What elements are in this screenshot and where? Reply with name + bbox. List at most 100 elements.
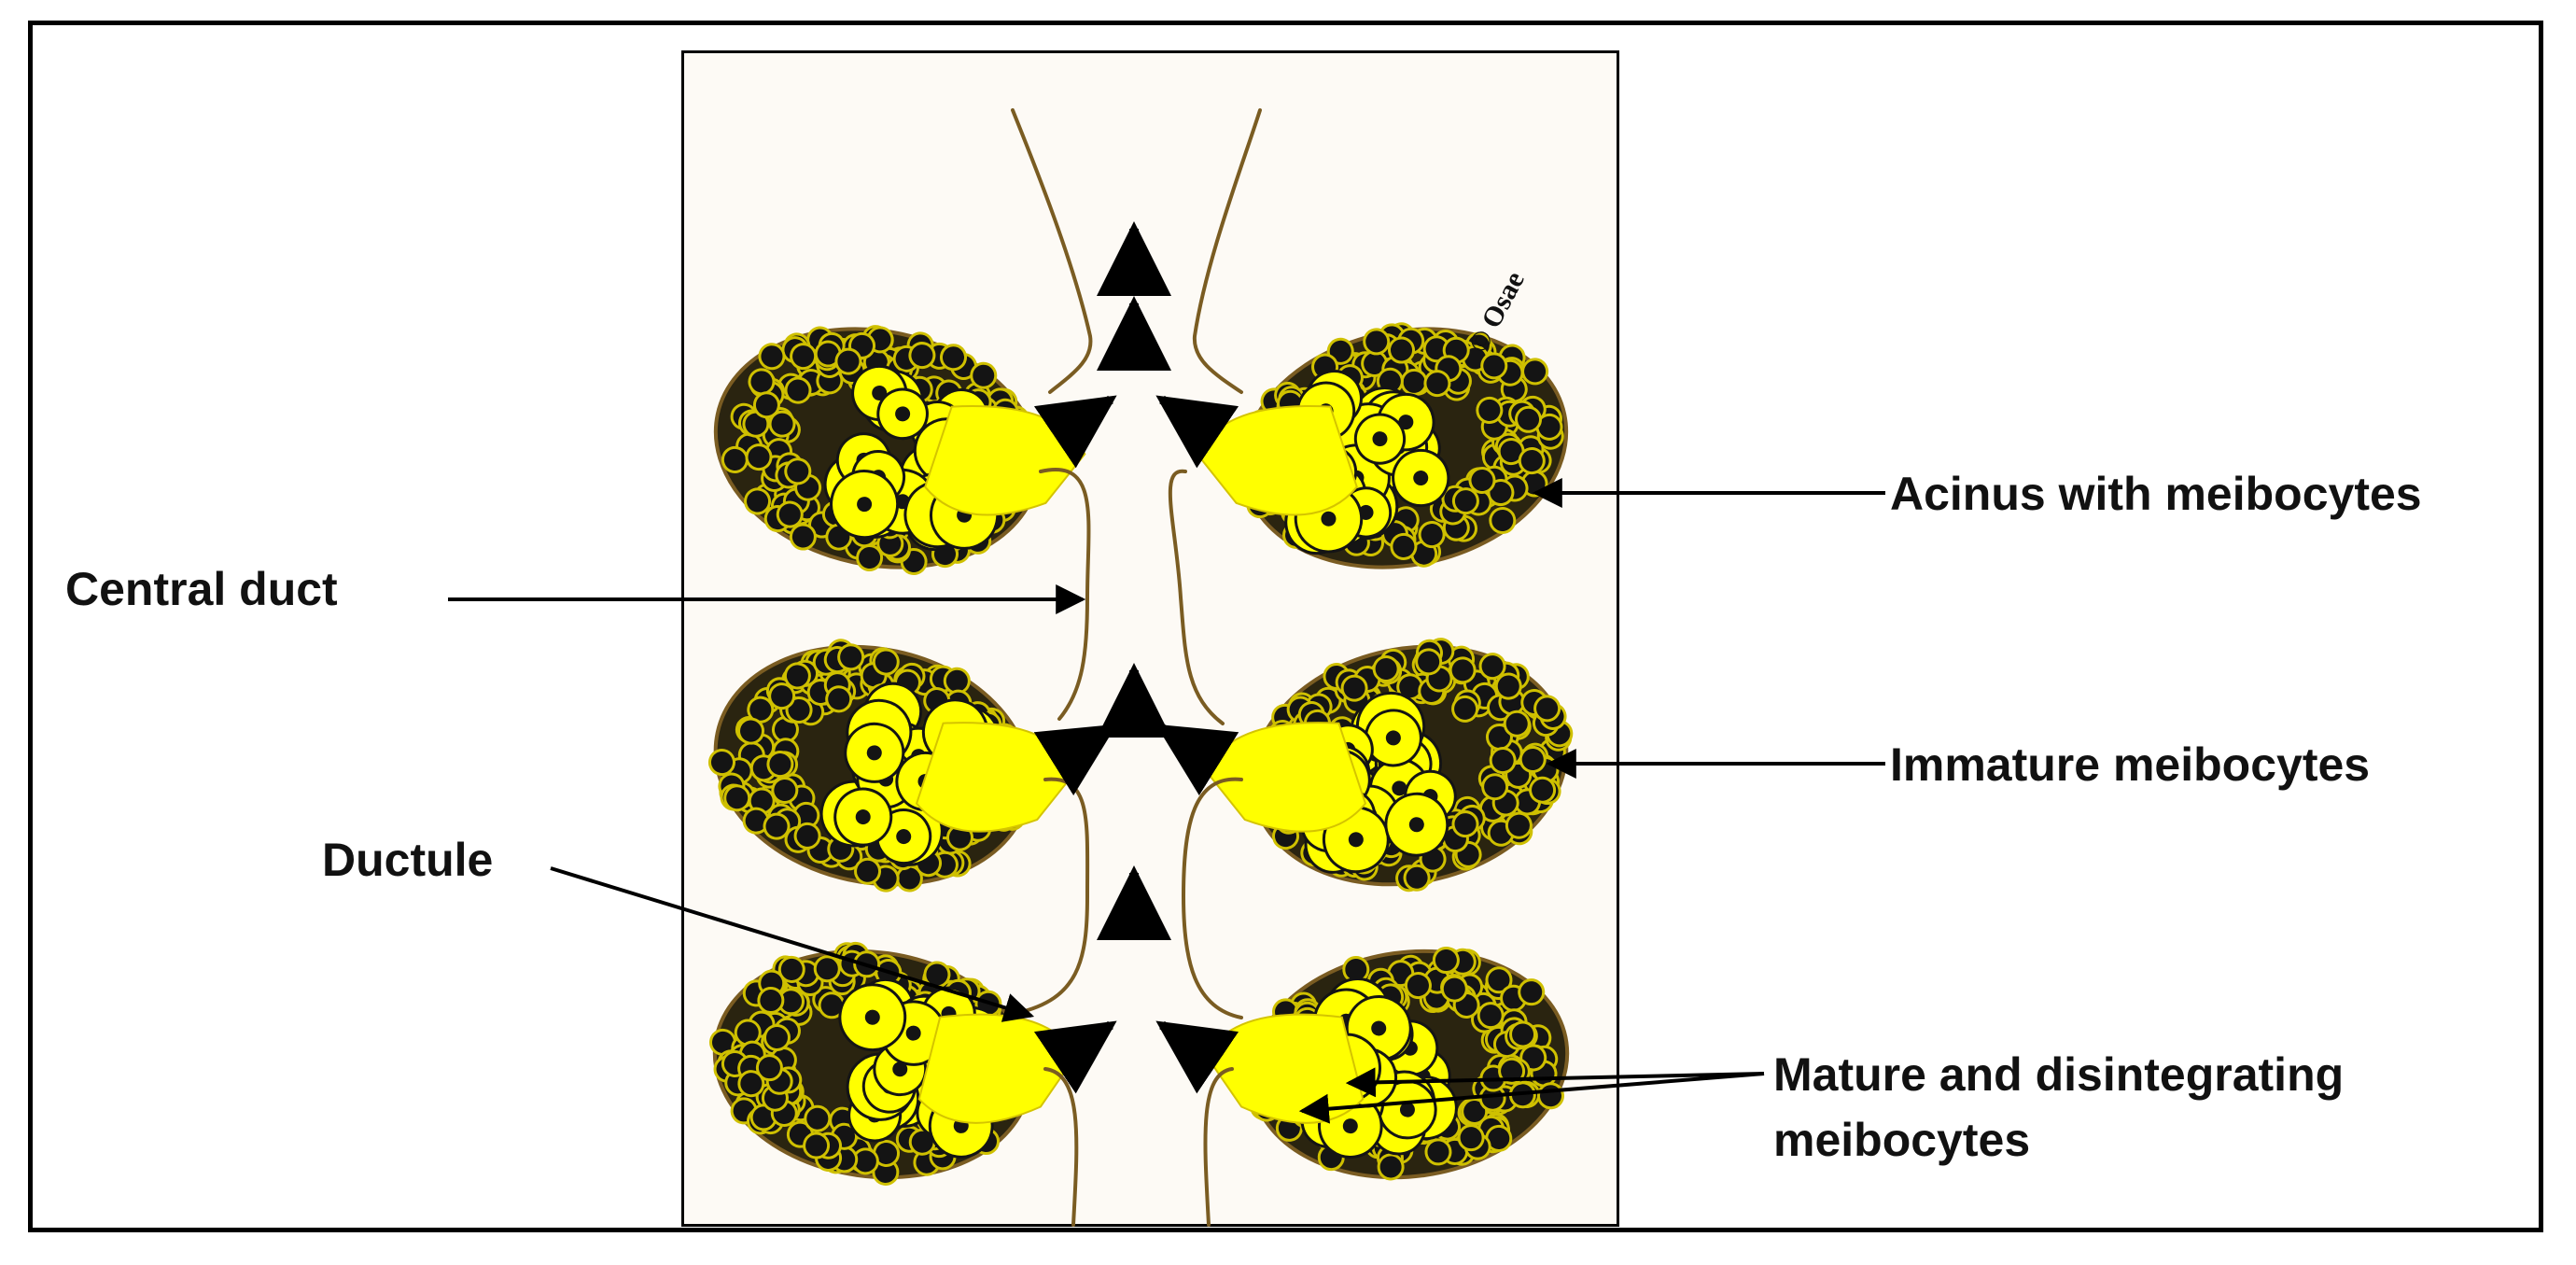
immature-meibocyte xyxy=(1451,695,1479,723)
immature-meibocyte xyxy=(1489,507,1517,535)
immature-meibocyte xyxy=(1404,972,1432,1000)
immature-meibocyte xyxy=(757,987,785,1015)
meibocyte-nucleus xyxy=(905,1025,921,1041)
meibocyte-nucleus xyxy=(1385,730,1401,746)
immature-meibocyte xyxy=(1451,810,1479,838)
immature-meibocyte xyxy=(1387,336,1415,364)
meibocyte-nucleus xyxy=(895,406,911,422)
immature-meibocyte xyxy=(1518,447,1546,475)
immature-meibocyte xyxy=(1503,710,1531,738)
immature-meibocyte xyxy=(940,344,968,372)
immature-meibocyte xyxy=(1529,776,1557,804)
flow-arrow xyxy=(1155,1020,1239,1094)
immature-meibocyte xyxy=(834,347,862,375)
label-acinus-with-meibocytes: Acinus with meibocytes xyxy=(1890,468,2422,520)
immature-meibocyte xyxy=(1449,656,1477,684)
immature-meibocyte xyxy=(1457,1124,1485,1152)
label-immature-meibocytes: Immature meibocytes xyxy=(1890,738,2371,791)
immature-meibocyte xyxy=(1390,532,1418,560)
duct-wall-right-mid xyxy=(1168,469,1225,725)
duct-wall-right-low xyxy=(1181,777,1243,1019)
immature-meibocyte xyxy=(1481,773,1509,801)
immature-meibocyte xyxy=(752,391,780,419)
pointer-mature-a xyxy=(1345,1067,1765,1098)
acinus-mid-right xyxy=(1204,638,1574,893)
copyright-mark: © Osae xyxy=(1463,266,1531,358)
meibocyte-nucleus xyxy=(1348,832,1364,848)
immature-meibocyte xyxy=(1451,487,1479,515)
immature-meibocyte xyxy=(825,685,853,713)
immature-meibocyte xyxy=(1535,413,1563,441)
pointer-mature-b xyxy=(1298,1072,1765,1124)
meibocyte-nucleus xyxy=(1399,1102,1415,1117)
immature-meibocyte xyxy=(1489,747,1517,775)
immature-meibocyte xyxy=(744,487,772,515)
immature-meibocyte xyxy=(970,361,998,389)
immature-meibocyte xyxy=(755,1054,783,1082)
immature-meibocyte xyxy=(766,751,794,779)
immature-meibocyte xyxy=(1424,1138,1452,1166)
figure-border xyxy=(28,21,2543,1232)
immature-meibocyte xyxy=(771,777,799,805)
duct-wall-right-bottom xyxy=(1203,1067,1234,1227)
flow-arrow xyxy=(1033,724,1117,796)
immature-meibocyte xyxy=(777,955,805,983)
immature-meibocyte xyxy=(707,749,735,777)
meibocyte-nucleus xyxy=(855,809,871,825)
meibocyte-nucleus xyxy=(896,829,912,845)
immature-meibocyte xyxy=(768,682,796,710)
meibocyte-nucleus xyxy=(866,745,882,761)
immature-meibocyte xyxy=(1519,745,1547,773)
flow-arrow xyxy=(1155,395,1239,469)
immature-meibocyte xyxy=(1340,674,1368,702)
acini-group xyxy=(707,322,1574,1186)
immature-meibocyte xyxy=(748,368,776,396)
acinus-bottom-right xyxy=(1204,947,1570,1181)
immature-meibocyte xyxy=(790,343,818,371)
immature-meibocyte xyxy=(1418,521,1446,549)
meibocyte-nucleus xyxy=(1398,415,1414,430)
immature-meibocyte xyxy=(1363,328,1391,356)
immature-meibocyte xyxy=(1498,1057,1526,1085)
immature-meibocyte xyxy=(1432,947,1460,975)
duct-wall-left-top xyxy=(1011,108,1093,394)
immature-meibocyte xyxy=(854,857,882,885)
immature-meibocyte xyxy=(872,648,900,676)
immature-meibocyte xyxy=(1372,655,1400,683)
immature-meibocyte xyxy=(763,1023,791,1051)
immature-meibocyte xyxy=(1477,1002,1505,1030)
label-mature-and-disintegrating: Mature and disintegrating xyxy=(1773,1048,2345,1101)
immature-meibocyte xyxy=(908,342,936,370)
immature-meibocyte xyxy=(723,784,751,812)
immature-meibocyte xyxy=(1505,811,1533,839)
immature-meibocyte xyxy=(1403,864,1431,892)
acinus-top-left xyxy=(713,325,1086,575)
meibocyte-nucleus xyxy=(1321,511,1337,527)
immature-meibocyte xyxy=(856,544,884,572)
acinus-top-right xyxy=(1196,322,1569,569)
immature-meibocyte xyxy=(793,822,821,850)
immature-meibocyte xyxy=(1440,975,1468,1003)
immature-meibocyte xyxy=(1518,978,1546,1006)
immature-meibocyte xyxy=(784,376,812,404)
immature-meibocyte xyxy=(1487,479,1515,507)
label-ductule: Ductule xyxy=(322,834,494,886)
immature-meibocyte xyxy=(1494,672,1522,700)
acinus-mid-left xyxy=(707,639,1078,893)
immature-meibocyte xyxy=(737,717,765,745)
flow-arrow xyxy=(1033,1020,1117,1094)
immature-meibocyte xyxy=(1478,653,1506,681)
meibocyte-nucleus xyxy=(1413,471,1429,486)
duct-wall-right-top xyxy=(1192,108,1262,394)
immature-meibocyte xyxy=(763,812,791,840)
immature-meibocyte xyxy=(784,457,812,485)
immature-meibocyte xyxy=(758,343,786,371)
immature-meibocyte xyxy=(1480,352,1508,380)
immature-meibocyte xyxy=(1415,648,1443,676)
secretion-flow-arrows xyxy=(1033,221,1239,1094)
meibocyte-nucleus xyxy=(864,1009,880,1025)
immature-meibocyte xyxy=(789,523,817,551)
immature-meibocyte xyxy=(1468,467,1496,495)
immature-meibocyte xyxy=(813,955,841,983)
duct-wall-left-mid xyxy=(1039,468,1091,721)
